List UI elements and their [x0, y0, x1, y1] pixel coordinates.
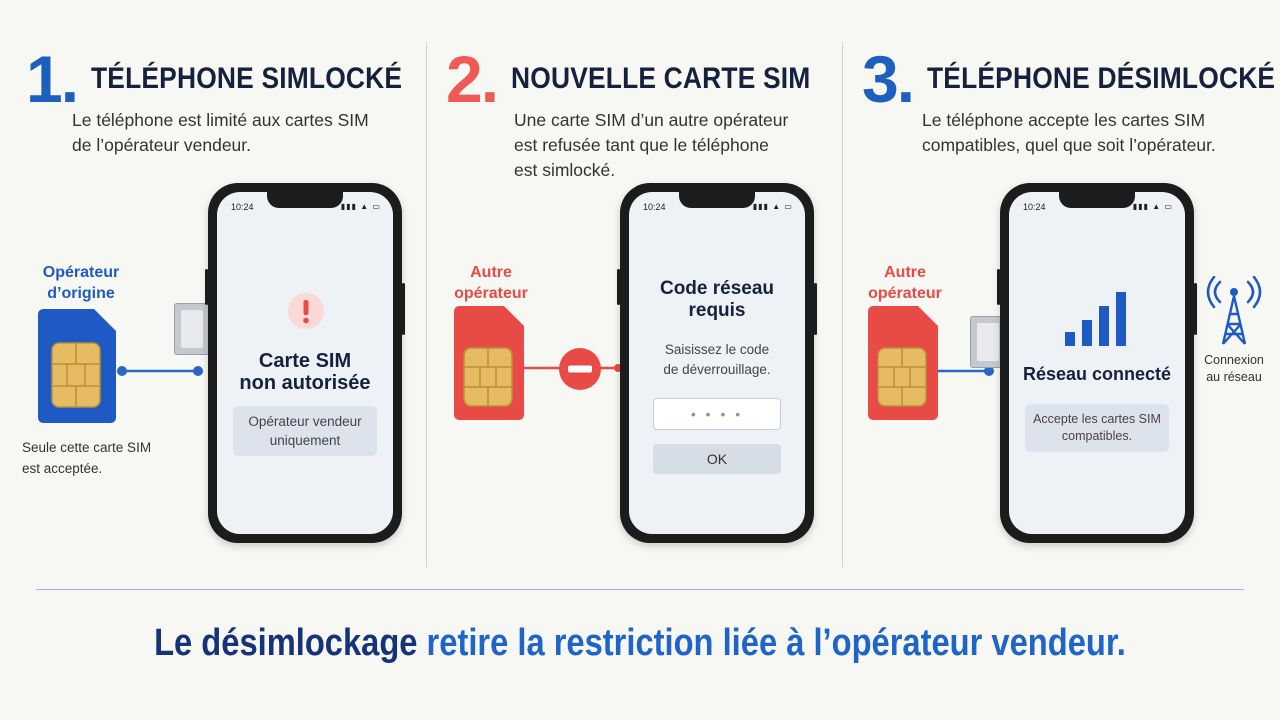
phone: 10:24 ▮▮▮ ▲ ▭ Réseau connecté Accepte le…	[997, 183, 1197, 543]
signal-bars-icon	[1065, 292, 1126, 346]
status-time: 10:24	[231, 202, 254, 212]
exclamation-icon	[288, 293, 324, 329]
no-entry-icon	[559, 348, 601, 390]
sim-tray	[174, 303, 210, 355]
status-icons: ▮▮▮ ▲ ▭	[1132, 202, 1173, 211]
footer-statement: Le désimlockage retire la restriction li…	[0, 622, 1280, 665]
ok-button[interactable]: OK	[653, 444, 781, 474]
panel-divider	[842, 42, 843, 567]
footer-divider	[36, 589, 1244, 590]
panel-new-sim: 2. NOUVELLE CARTE SIM Une carte SIM d’un…	[426, 0, 842, 570]
panel-title: NOUVELLE CARTE SIM	[511, 62, 811, 95]
screen-heading: Code réseau requis	[659, 278, 775, 321]
panel-description: Le téléphone accepte les cartes SIM comp…	[922, 110, 1216, 155]
info-box: Accepte les cartes SIM compatibles.	[1025, 404, 1169, 452]
phone: 10:24 ▮▮▮ ▲ ▭ Code réseau requis Saisiss…	[617, 183, 817, 543]
cell-tower-icon	[1206, 276, 1262, 345]
sim-card-blue-icon	[38, 309, 116, 423]
panel-title: TÉLÉPHONE SIMLOCKÉ	[91, 62, 403, 95]
sim-label: Autre opérateur	[868, 264, 942, 302]
sim-card-red-icon	[454, 306, 524, 420]
connection-line	[117, 366, 203, 376]
step-number: 2.	[446, 42, 499, 116]
status-time: 10:24	[1023, 202, 1046, 212]
panel-heading: 3. TÉLÉPHONE DÉSIMLOCKÉ	[862, 46, 1280, 112]
step-number: 3.	[862, 42, 915, 116]
panel-heading: 1. TÉLÉPHONE SIMLOCKÉ	[26, 46, 445, 112]
panel-unlocked: 3. TÉLÉPHONE DÉSIMLOCKÉ Le téléphone acc…	[842, 0, 1280, 570]
phone-screen: 10:24 ▮▮▮ ▲ ▭ Code réseau requis Saisiss…	[629, 192, 805, 534]
step-number: 1.	[26, 42, 79, 116]
sim-card-red-icon	[868, 306, 938, 420]
status-time: 10:24	[643, 202, 666, 212]
info-box: Opérateur vendeur uniquement	[233, 406, 377, 456]
footer-part1: Le désimlockage	[154, 622, 427, 664]
status-icons: ▮▮▮ ▲ ▭	[340, 202, 381, 211]
panel-description: Le téléphone est limité aux cartes SIM d…	[72, 110, 369, 155]
panel-heading: 2. NOUVELLE CARTE SIM	[446, 46, 851, 112]
connection-line	[938, 366, 994, 376]
screen-subtext: Saisissez le code de déverrouillage.	[663, 342, 771, 377]
phone-screen: 10:24 ▮▮▮ ▲ ▭ Réseau connecté Accepte le…	[1009, 192, 1185, 534]
phone-screen: 10:24 ▮▮▮ ▲ ▭ Carte SIM non autorisée Op…	[217, 192, 393, 534]
panel-simlocked: 1. TÉLÉPHONE SIMLOCKÉ Le téléphone est l…	[0, 0, 426, 570]
status-icons: ▮▮▮ ▲ ▭	[752, 202, 793, 211]
panel-title: TÉLÉPHONE DÉSIMLOCKÉ	[927, 62, 1276, 95]
screen-heading: Réseau connecté	[1022, 364, 1172, 384]
unlock-code-input[interactable]: • • • •	[653, 398, 781, 430]
footer-part2: retire la restriction liée à l’opérateur…	[426, 622, 1126, 664]
panel-description: Une carte SIM d’un autre opérateur est r…	[514, 110, 789, 180]
sim-label: Autre opérateur	[454, 264, 528, 302]
phone: 10:24 ▮▮▮ ▲ ▭ Carte SIM non autorisée Op…	[205, 183, 405, 543]
tower-label: Connexion au réseau	[1204, 353, 1264, 384]
sim-label: Opérateur d’origine	[42, 264, 120, 302]
screen-heading: Carte SIM non autorisée	[239, 350, 371, 394]
sim-note: Seule cette carte SIM est acceptée.	[22, 440, 152, 476]
panel-divider	[426, 42, 427, 567]
